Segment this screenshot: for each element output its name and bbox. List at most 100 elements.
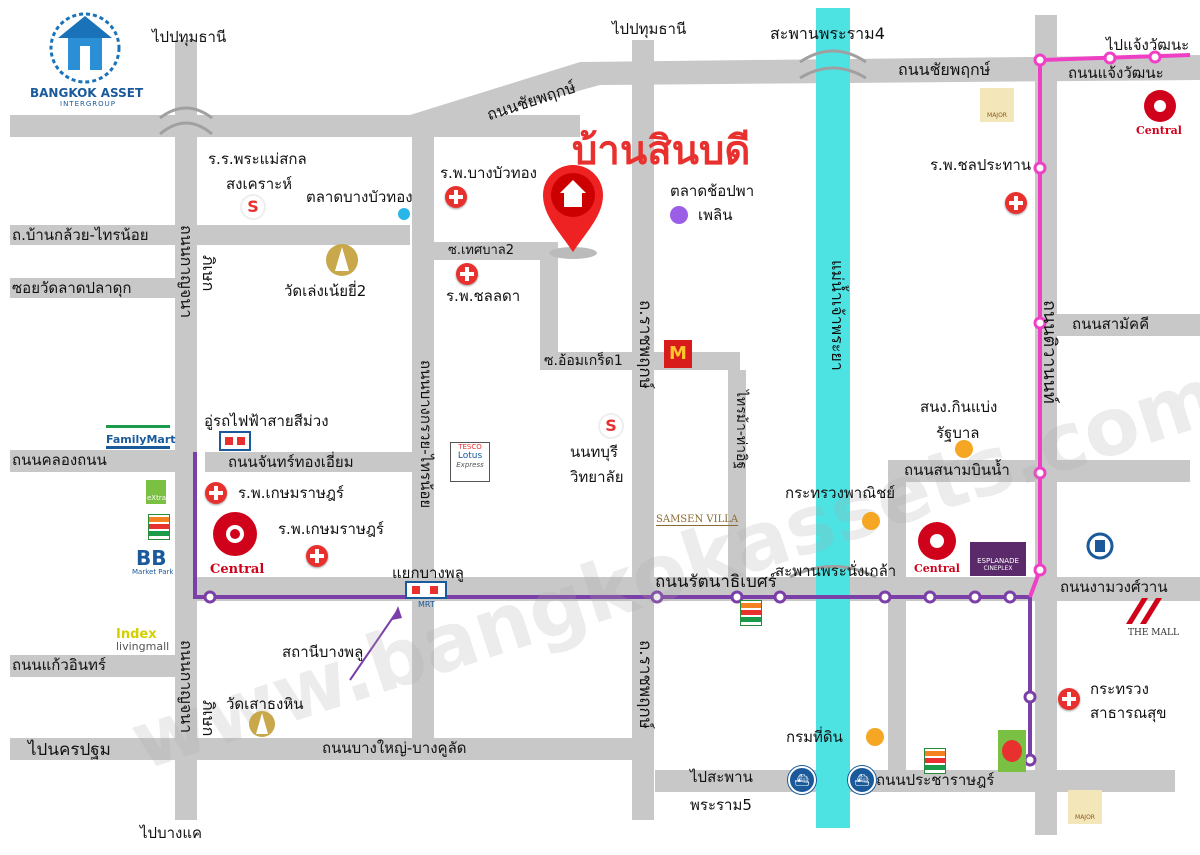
bb-subtext: Market Park bbox=[132, 568, 174, 576]
school-icon: S bbox=[242, 196, 264, 218]
lottery-office-1: สนง.กินแบ่ง bbox=[920, 398, 998, 416]
to-chaengwattana: ไปแจ้งวัฒนะ bbox=[1106, 36, 1190, 54]
mcdonalds-logo-icon: M bbox=[664, 340, 692, 368]
lotus-text: Lotus bbox=[457, 451, 483, 461]
public-health-2: สาธารณสุข bbox=[1090, 704, 1167, 722]
hospital-icon bbox=[306, 545, 328, 567]
tesco-lotus-logo: TESCO Lotus Express bbox=[450, 442, 490, 482]
esplanade-text: ESPLANADE bbox=[977, 557, 1019, 565]
gov-dot-icon bbox=[955, 440, 973, 458]
boat-pier-icon: ⛴ bbox=[848, 766, 876, 794]
khlong-thanon-label: ถนนคลองถนน bbox=[12, 451, 107, 469]
cineplex-text: CINEPLEX bbox=[983, 565, 1013, 572]
to-bang-khae: ไปบางแค bbox=[140, 824, 203, 842]
seven-eleven-icon bbox=[740, 600, 762, 626]
phra-nang-klao-bridge-label: สะพานพระนั่งเกล้า bbox=[775, 562, 897, 580]
the-mall-logo-icon bbox=[1126, 598, 1162, 624]
commerce-ministry: กระทรวงพาณิชย์ bbox=[785, 484, 896, 502]
familymart-text: FamilyMart bbox=[106, 433, 176, 446]
bang-kruai-sai-noi-label: ถนนบางกรวย-ไทรน้อย bbox=[417, 360, 435, 509]
familymart-logo: FamilyMart bbox=[106, 425, 176, 449]
temple-icon bbox=[326, 244, 358, 276]
mae-sakon-1: ร.ร.พระแม่สกล bbox=[208, 150, 307, 168]
rama4-bridge-label: สะพานพระราม4 bbox=[770, 24, 885, 43]
major-logo: MAJOR bbox=[1068, 790, 1102, 824]
pantip-logo-icon bbox=[1086, 532, 1114, 560]
to-nakhon-pathom: ไปนครปฐม bbox=[28, 740, 111, 760]
central-logo-icon bbox=[213, 512, 257, 556]
bbt-market: ตลาดบางบัวทอง bbox=[306, 188, 413, 206]
ngamwongwan-label: ถนนงามวงศ์วาน bbox=[1060, 578, 1168, 596]
kanchanaphisek-top2-label: ภิเษก bbox=[199, 255, 218, 292]
big-c-extra-logo: eXtra bbox=[146, 480, 166, 504]
central-text: Central bbox=[914, 562, 960, 575]
nonthaburi-school-1: นนทบุรี bbox=[570, 443, 618, 461]
to-rama5-2: พระราม5 bbox=[690, 796, 752, 814]
public-health-1: กระทรวง bbox=[1090, 680, 1149, 698]
seven-eleven-icon bbox=[148, 514, 170, 540]
bang-phlu-junction: แยกบางพลู bbox=[392, 564, 464, 582]
sai-ma-tha-it-label: ไทรม้า-ท่าอิฐ bbox=[733, 390, 749, 470]
purple-depot: อู่รถไฟฟ้าสายสีม่วง bbox=[204, 412, 329, 430]
hospital-icon bbox=[1005, 192, 1027, 214]
chop-pha-1: ตลาดช้อปพา bbox=[670, 182, 755, 200]
ratchaphruek-bot-label: ถ.ราชพฤกษ์ bbox=[635, 640, 655, 729]
to-pathum-thani-left: ไปปทุมธานี bbox=[152, 28, 227, 46]
major-text: MAJOR bbox=[987, 112, 1007, 119]
kanchanaphisek-bot-label: ถนนกาญจนา bbox=[177, 640, 196, 734]
land-department: กรมที่ดิน bbox=[786, 728, 843, 746]
market-dot-icon bbox=[398, 208, 410, 220]
express-text: Express bbox=[456, 461, 484, 469]
big-c-logo-icon bbox=[998, 730, 1026, 772]
kaew-in-label: ถนนแก้วอินทร์ bbox=[12, 656, 106, 674]
project-pin-icon bbox=[543, 165, 603, 259]
bang-phlu-station: สถานีบางพลู bbox=[282, 643, 364, 661]
kasemrad-1: ร.พ.เกษมราษฎร์ bbox=[238, 484, 344, 502]
to-rama5-1: ไปสะพาน bbox=[690, 768, 753, 786]
pracharat-label: ถนนประชาราษฎร์ bbox=[876, 771, 995, 789]
nonthaburi-school-2: วิทยาลัย bbox=[570, 468, 624, 486]
central-logo-icon bbox=[918, 522, 956, 560]
mae-sakon-2: สงเคราะห์ bbox=[226, 175, 293, 193]
rattanathibet-label: ถนนรัตนาธิเบศร์ bbox=[655, 572, 777, 592]
the-mall-text: THE MALL bbox=[1128, 628, 1179, 638]
wat-sao-thong-hin: วัดเสาธงหิน bbox=[226, 695, 304, 713]
school-icon: S bbox=[600, 415, 622, 437]
tesco-text: TESCO bbox=[458, 443, 482, 451]
bangkok-asset-logo: BANGKOK ASSET INTERGROUP bbox=[20, 6, 150, 108]
market-dot-icon bbox=[670, 206, 688, 224]
hospital-icon bbox=[456, 263, 478, 285]
bang-yai-label: ถนนบางใหญ่-บางคูลัด bbox=[322, 739, 467, 757]
soi-lat-pla-duk-label: ซอยวัดลาดปลาดุก bbox=[12, 279, 132, 297]
kanchanaphisek-bot2-label: ภิเษก bbox=[199, 700, 218, 737]
train-icon bbox=[219, 431, 251, 451]
house-emblem-icon bbox=[49, 12, 121, 84]
hospital-icon bbox=[1058, 688, 1080, 710]
lottery-office-2: รัฐบาล bbox=[936, 424, 980, 442]
chaiyaphruek-right-label: ถนนชัยพฤกษ์ bbox=[898, 60, 991, 79]
seven-eleven-icon bbox=[924, 748, 946, 774]
mrt-icon bbox=[405, 581, 447, 599]
hospital-icon bbox=[205, 482, 227, 504]
index-logo-1: Index bbox=[116, 627, 157, 642]
sanambinnam-label: ถนนสนามบินน้ำ bbox=[904, 461, 1010, 479]
chop-pha-2: เพลิน bbox=[698, 206, 733, 224]
soi-om-kret1-label: ซ.อ้อมเกร็ด1 bbox=[544, 353, 623, 369]
samakkhi-label: ถนนสามัคคี bbox=[1072, 315, 1150, 333]
wat-le-nui: วัดเล่งเน้ยยี่2 bbox=[284, 282, 367, 300]
bb-logo: BB bbox=[136, 546, 167, 570]
extra-text: eXtra bbox=[147, 494, 167, 502]
gov-dot-icon bbox=[862, 512, 880, 530]
boat-pier-icon: ⛴ bbox=[788, 766, 816, 794]
index-logo-2: livingmall bbox=[116, 640, 170, 653]
central-logo-icon bbox=[1144, 90, 1176, 122]
soi-thetsaban2-label: ซ.เทศบาล2 bbox=[448, 243, 515, 258]
tiwanon-label: ถนนติวานนท์ bbox=[1039, 300, 1060, 404]
gov-dot-icon bbox=[866, 728, 884, 746]
chaengwattana-label: ถนนแจ้งวัฒนะ bbox=[1068, 64, 1164, 82]
kanchanaphisek-top-label: ถนนกาญจนา bbox=[177, 225, 196, 319]
logo-text: BANGKOK ASSET bbox=[30, 86, 144, 100]
chonprathan-hospital: ร.พ.ชลประทาน bbox=[930, 156, 1032, 174]
